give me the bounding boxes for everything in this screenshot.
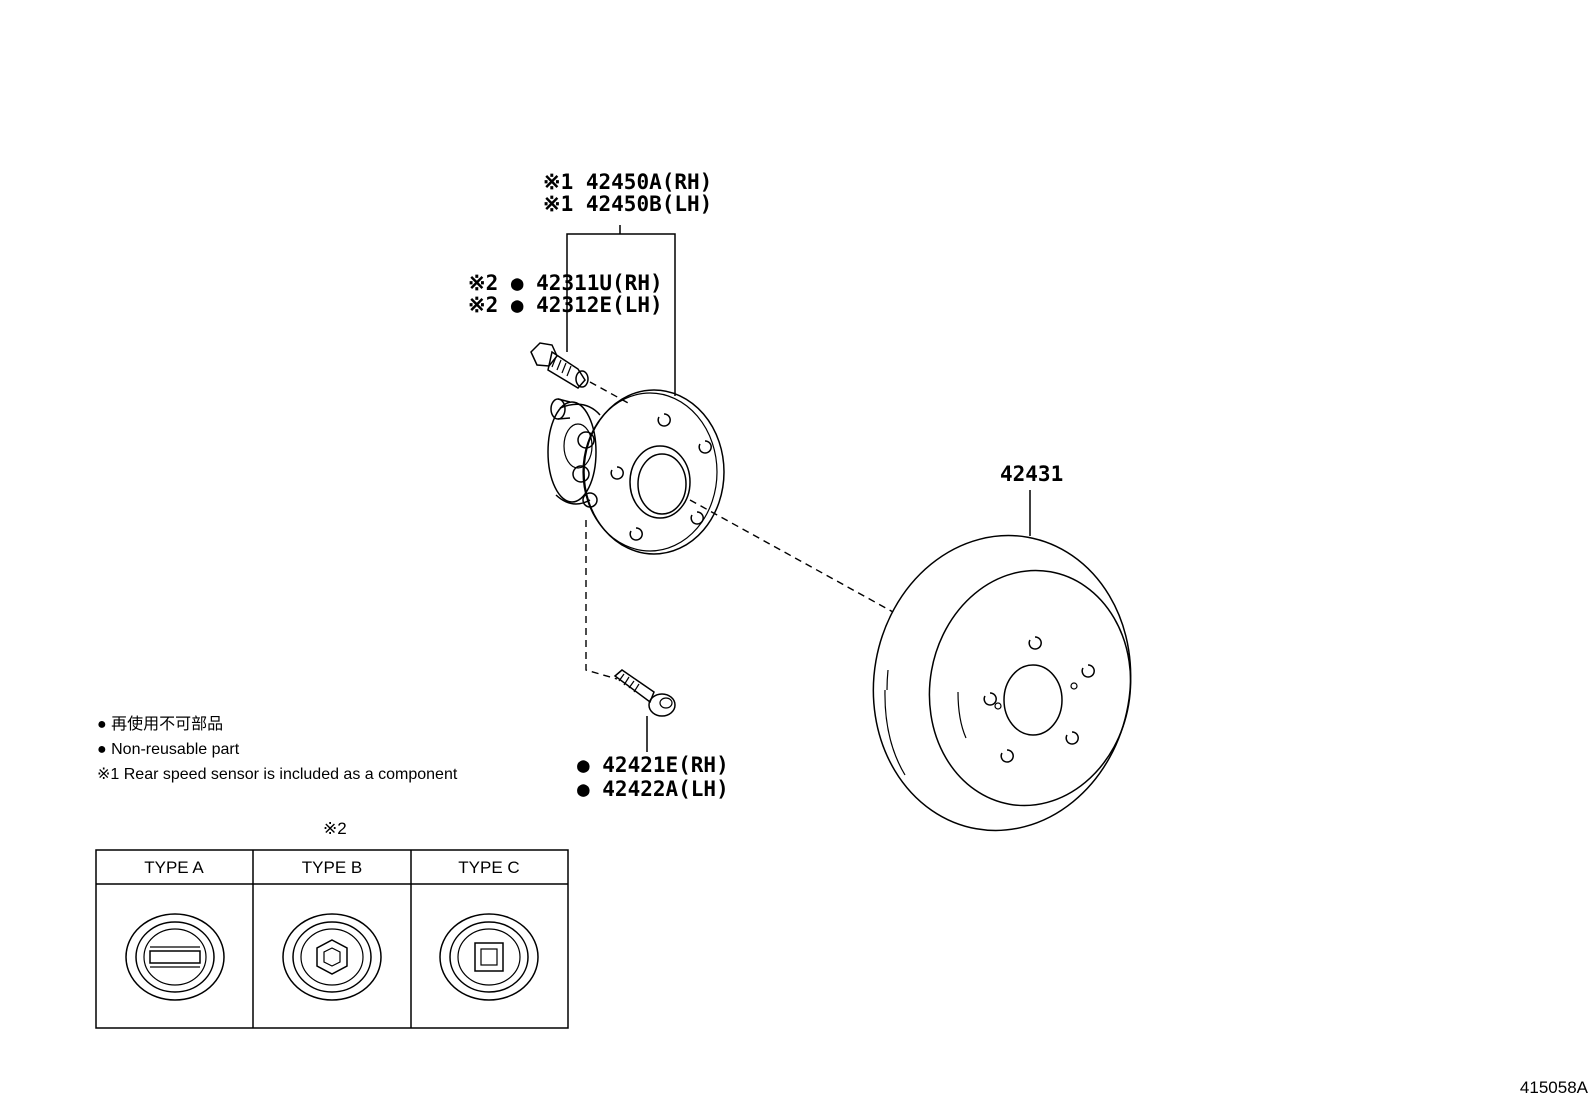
type-b-header: TYPE B <box>302 858 362 877</box>
type-table-title: ※2 <box>323 819 347 838</box>
lower-bolt-rh-label: ● 42421E(RH) <box>577 753 729 777</box>
type-c-header: TYPE C <box>458 858 519 877</box>
lower-bolt-lh-label: ● 42422A(LH) <box>577 777 729 801</box>
hub-assembly-leader <box>566 225 676 396</box>
bolt-dash-line <box>589 381 631 405</box>
type-table <box>95 849 569 1029</box>
legend-note-1: ※1 Rear speed sensor is included as a co… <box>97 766 458 783</box>
legend-non-reusable-en: ● Non-reusable part <box>97 741 240 758</box>
type-b-bolt-end-icon <box>282 913 382 1001</box>
type-a-bolt-end-icon <box>125 913 225 1001</box>
type-c-bolt-end-icon <box>439 913 539 1001</box>
legend-non-reusable-jp: ● 再使用不可部品 <box>97 715 223 733</box>
disc-rotor-drawing <box>872 534 1132 832</box>
hub-bolt-lh-label: ※2 ● 42312E(LH) <box>468 293 663 317</box>
hub-to-disc-dash <box>689 499 894 613</box>
hub-bolt-lower-drawing <box>613 669 676 717</box>
disc-rotor-label: 42431 <box>1000 462 1063 486</box>
hub-bolt-drawing <box>530 342 589 389</box>
hub-to-lower-bolt-dash <box>585 520 618 680</box>
hub-bearing-drawing <box>547 389 725 555</box>
hub-bolt-rh-label: ※2 ● 42311U(RH) <box>468 271 663 295</box>
illustration-code: 415058A <box>1520 1078 1589 1097</box>
type-a-header: TYPE A <box>144 858 204 877</box>
hub-assembly-rh-label: ※1 42450A(RH) <box>543 170 712 194</box>
hub-assembly-lh-label: ※1 42450B(LH) <box>543 192 712 216</box>
